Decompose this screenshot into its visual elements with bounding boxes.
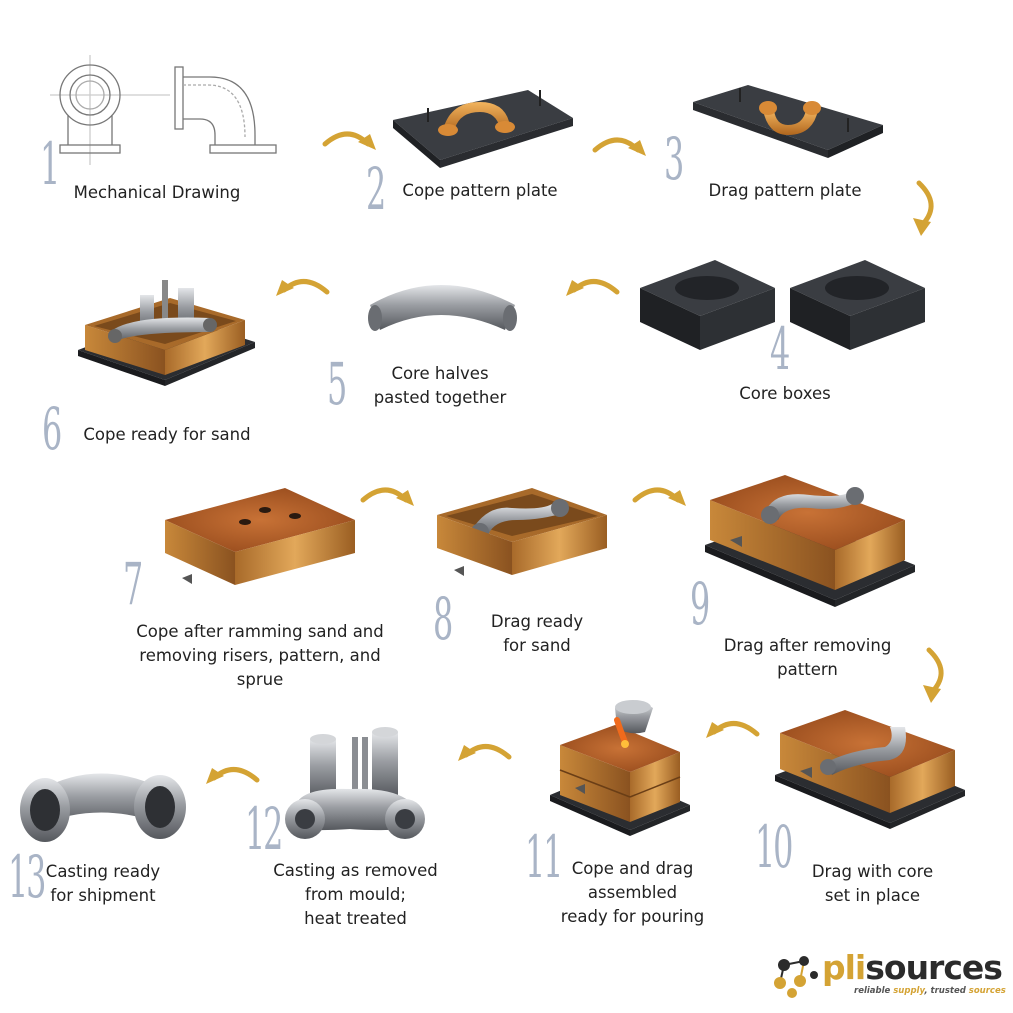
casting-ready-illustration (20, 773, 186, 842)
arrow-2-to-3 (592, 137, 646, 156)
step-4-caption: Core boxes (739, 384, 831, 403)
step-7-number: 7 (123, 550, 143, 618)
arrow-1-to-2 (322, 131, 376, 150)
cope-pattern-plate-illustration (393, 90, 573, 168)
step-2-number: 2 (366, 155, 386, 223)
step-9-caption: Drag after removing pattern (723, 636, 892, 679)
arrow-10-to-11 (706, 721, 760, 738)
drag-ready-illustration (437, 488, 607, 576)
cope-rammed-illustration (165, 488, 355, 585)
step-3-number: 3 (664, 125, 684, 193)
step-5-number: 5 (327, 350, 347, 418)
step-6-number: 6 (42, 395, 62, 463)
step-11-number: 11 (525, 823, 563, 891)
brand-logo: plisources reliable supply, trusted sour… (770, 948, 1010, 1003)
drag-pattern-removed-illustration (705, 475, 915, 607)
arrow-5-to-6 (276, 279, 330, 296)
logo-suffix: sources (865, 948, 1003, 987)
step-10-caption: Drag with core set in place (811, 862, 934, 905)
core-boxes-illustration (640, 260, 925, 350)
step-2-caption: Cope pattern plate (402, 181, 558, 200)
step-8-caption: Drag ready for sand (490, 612, 584, 655)
cope-ready-illustration (78, 280, 255, 386)
step-1-number: 1 (40, 130, 60, 198)
mechanical-drawing-illustration (50, 55, 277, 165)
step-9-number: 9 (690, 570, 710, 638)
drag-with-core-illustration (775, 710, 965, 829)
arrow-4-to-5 (566, 279, 620, 296)
arrow-11-to-12 (458, 744, 512, 761)
logo-tagline-d: sources (968, 986, 1006, 996)
arrow-3-to-4 (913, 180, 934, 236)
step-4-number: 4 (770, 315, 790, 383)
arrow-7-to-8 (360, 487, 414, 506)
molecule-logo-icon (774, 956, 818, 998)
step-10-number: 10 (755, 813, 793, 881)
core-halves-illustration (368, 285, 517, 331)
logo-tagline-c: , trusted (924, 986, 969, 996)
step-3-caption: Drag pattern plate (708, 181, 862, 200)
step-12-number: 12 (245, 795, 283, 863)
step-13-caption: Casting ready for shipment (45, 862, 161, 905)
logo-tagline-a: reliable (854, 986, 894, 996)
step-8-number: 8 (433, 585, 453, 653)
step-13-number: 13 (8, 843, 46, 911)
step-5-caption: Core halves pasted together (373, 364, 507, 407)
logo-tagline-b: supply (893, 986, 925, 996)
step-6-caption: Cope ready for sand (83, 425, 251, 444)
logo-prefix: pli (822, 948, 866, 987)
arrow-8-to-9 (632, 487, 686, 506)
cope-drag-assembled-illustration (550, 700, 690, 836)
step-12-caption: Casting as removed from mould; heat trea… (273, 861, 438, 928)
arrow-12-to-13 (206, 767, 260, 784)
step-7-caption: Cope after ramming sand and removing ris… (136, 622, 384, 689)
drag-pattern-plate-illustration (693, 85, 883, 158)
casting-removed-illustration (285, 727, 425, 839)
arrow-9-to-10 (923, 647, 944, 703)
step-1-caption: Mechanical Drawing (73, 183, 241, 202)
step-11-caption: Cope and drag assembled ready for pourin… (560, 859, 705, 926)
